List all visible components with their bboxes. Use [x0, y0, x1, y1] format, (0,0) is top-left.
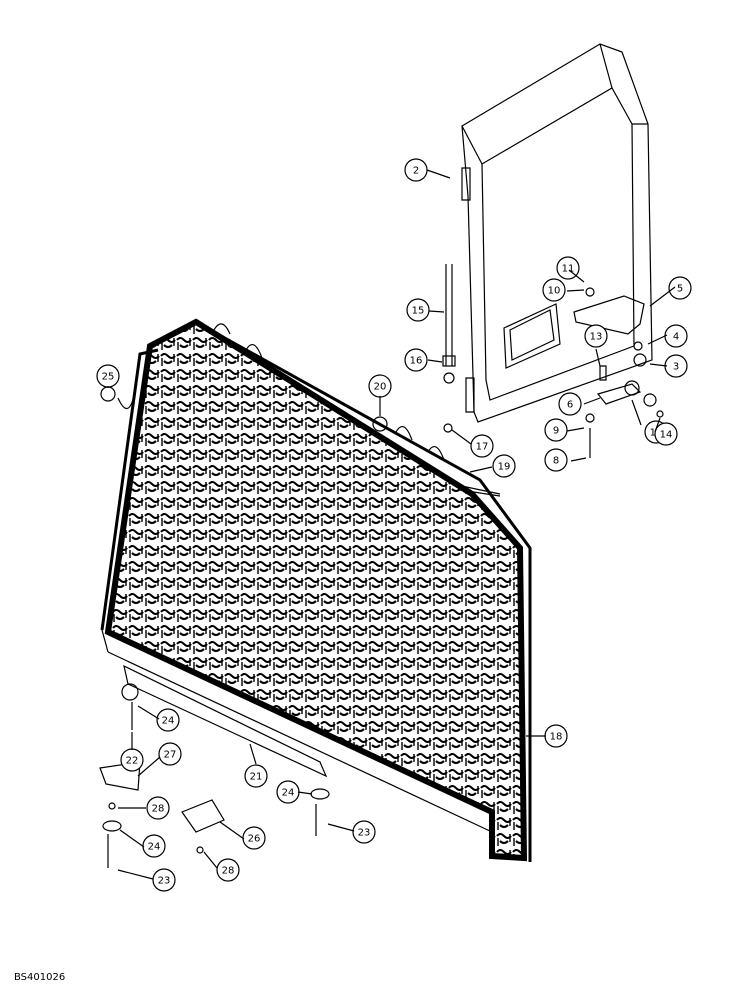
callout-number: 8	[553, 456, 559, 467]
figure-code: BS401026	[14, 972, 66, 983]
callout-number: 11	[562, 264, 575, 275]
callout-number: 24	[148, 842, 161, 853]
callout-number: 16	[410, 356, 423, 367]
callout-number: 15	[412, 306, 425, 317]
callout-number: 23	[158, 876, 171, 887]
callout-number: 26	[248, 834, 261, 845]
callout-bubble	[654, 422, 678, 446]
callout-number: 3	[673, 362, 679, 373]
callout-number: 4	[673, 332, 679, 343]
callout-number: 25	[102, 372, 115, 383]
callout-number: 17	[476, 442, 489, 453]
screen-assembly	[100, 318, 532, 862]
callout-bubble	[406, 298, 430, 322]
callout-bubble	[352, 820, 376, 844]
callout-number: 28	[152, 804, 165, 815]
callout-bubble	[584, 324, 608, 348]
callout-group: 2345689101112131415161718192021222323242…	[96, 158, 692, 892]
callout-number: 9	[553, 426, 559, 437]
callout-bubble	[216, 858, 240, 882]
callout-bubble	[470, 434, 494, 458]
callout-number: 28	[222, 866, 235, 877]
latch-hardware	[442, 264, 664, 458]
callout-number: 13	[590, 332, 603, 343]
callout-bubble	[492, 454, 516, 478]
callout-number: 22	[126, 756, 139, 767]
callout-number: 19	[498, 462, 511, 473]
callout-bubble	[542, 278, 566, 302]
callout-number: 20	[374, 382, 387, 393]
callout-bubble	[544, 448, 568, 472]
callout-number: 14	[660, 430, 673, 441]
callout-number: 10	[548, 286, 561, 297]
callout-number: 24	[162, 716, 175, 727]
callout-bubble	[152, 868, 176, 892]
callout-number: 27	[164, 750, 177, 761]
callout-number: 23	[358, 828, 371, 839]
callout-number: 21	[250, 772, 263, 783]
callout-bubble	[156, 708, 180, 732]
callout-bubble	[146, 796, 170, 820]
door-frame	[461, 43, 653, 423]
callout-number: 5	[677, 284, 683, 295]
callout-bubble	[404, 348, 428, 372]
callout-number: 18	[550, 732, 563, 743]
callout-bubble	[558, 392, 582, 416]
leader-lines	[107, 169, 676, 880]
callout-number: 6	[567, 400, 573, 411]
callout-number: 24	[282, 788, 295, 799]
callout-bubble	[668, 276, 692, 300]
callout-bubble	[244, 764, 268, 788]
callout-bubble	[158, 742, 182, 766]
callout-bubble	[544, 418, 568, 442]
callout-number: 2	[413, 166, 419, 177]
